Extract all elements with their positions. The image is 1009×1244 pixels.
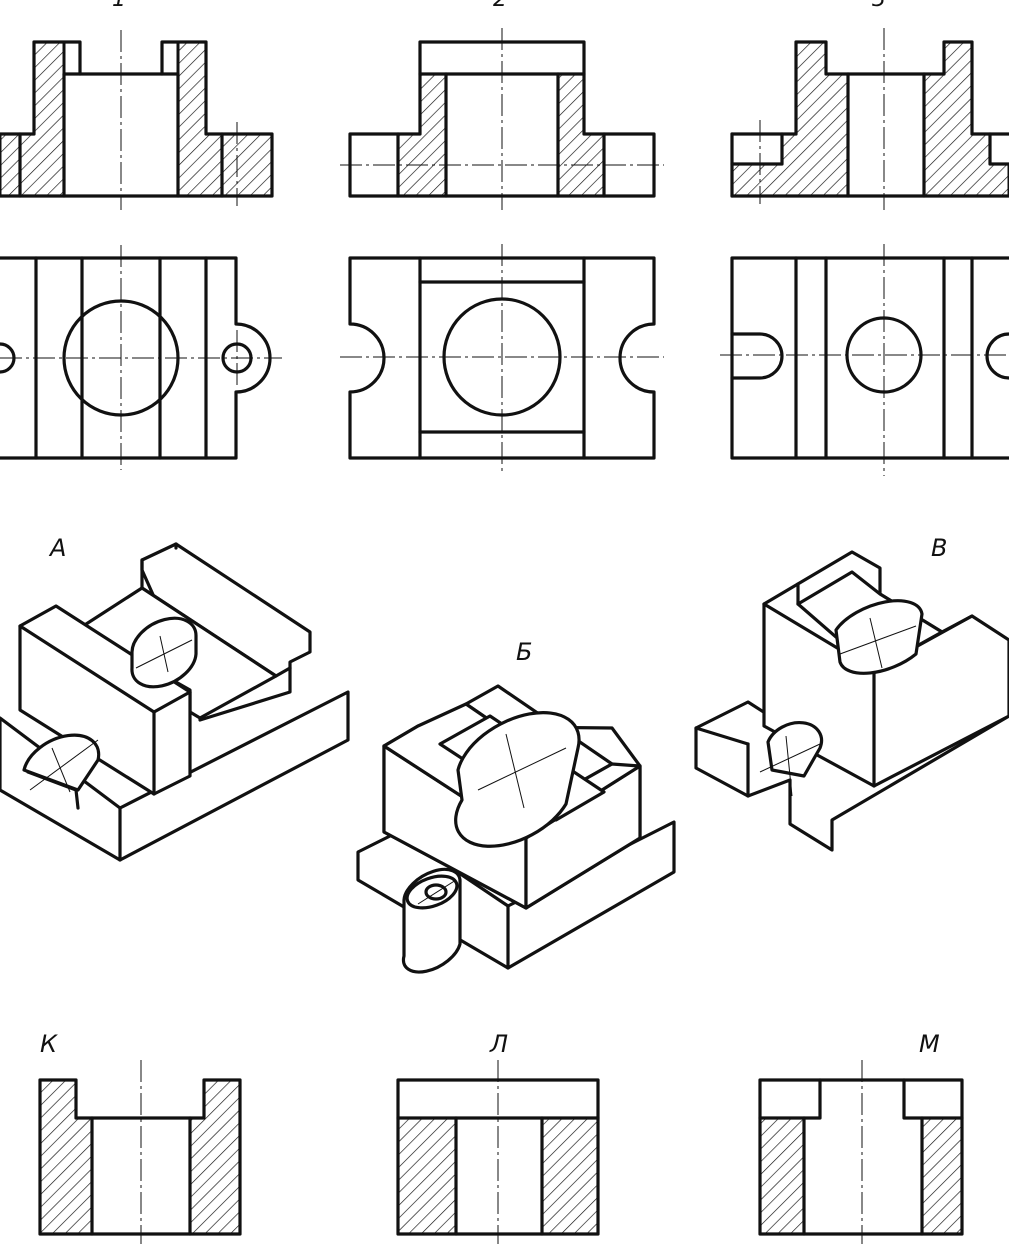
section-label-l: Л	[489, 1030, 508, 1058]
front-section-view-2	[340, 28, 664, 210]
view-number-2: 2	[493, 0, 507, 12]
top-view-2	[340, 244, 664, 472]
section-view-l	[396, 1060, 600, 1244]
section-view-m	[758, 1060, 964, 1244]
isometric-view-a	[0, 542, 350, 862]
section-label-m: М	[919, 1030, 940, 1058]
front-section-view-3	[730, 28, 1009, 210]
top-view-3	[720, 244, 1009, 476]
top-view-1	[0, 245, 282, 470]
isometric-view-v	[694, 550, 1009, 852]
front-section-view-1	[0, 30, 274, 210]
iso-label-b: Б	[516, 638, 532, 666]
iso-label-a: А	[48, 534, 66, 562]
view-number-1: 1	[112, 0, 126, 12]
section-view-k	[38, 1060, 242, 1244]
view-number-3: 3	[872, 0, 886, 12]
iso-label-v: В	[931, 534, 947, 562]
isometric-view-b	[356, 684, 676, 974]
section-label-k: К	[40, 1030, 58, 1058]
